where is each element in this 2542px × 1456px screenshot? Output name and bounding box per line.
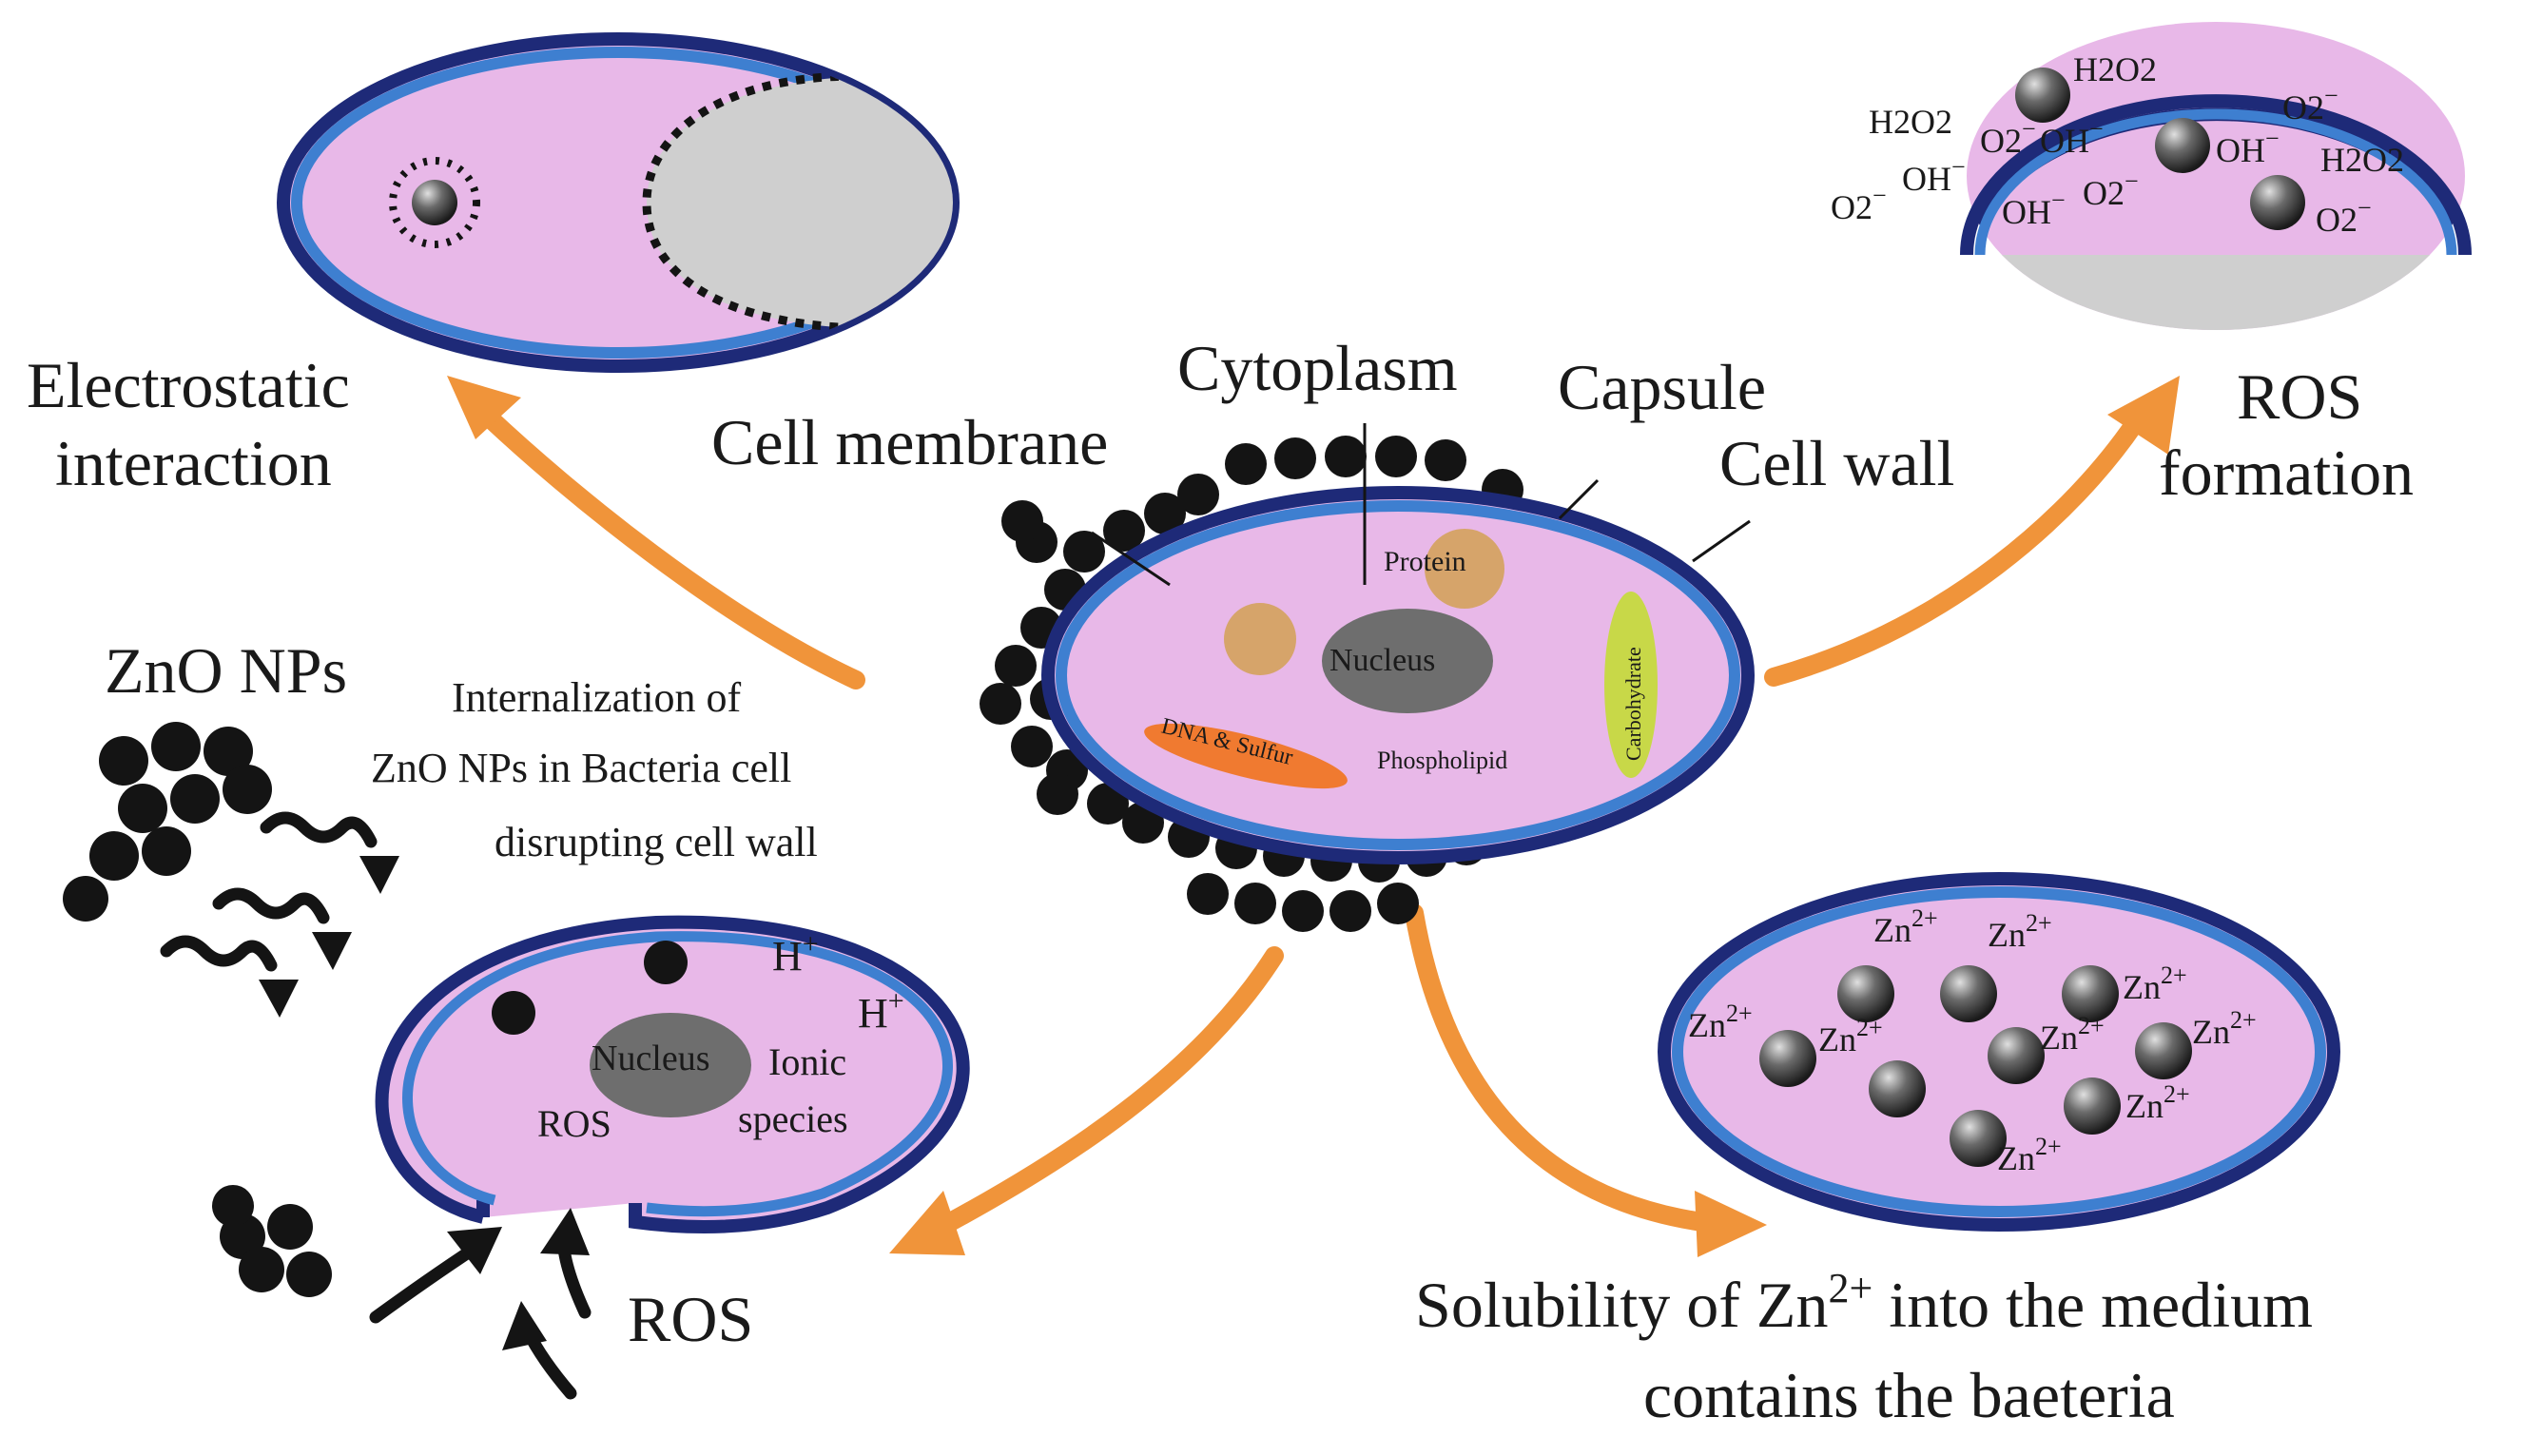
phospholipid-label: Phospholipid <box>1377 747 1507 774</box>
carbohydrate-label: Carbohydrate <box>1621 647 1645 761</box>
entry-arrowheads <box>259 856 399 1018</box>
solubility-label-line1: Solubility of Zn2+ into the medium <box>1415 1265 2313 1341</box>
svg-text:Zn2+: Zn2+ <box>1988 909 2052 954</box>
zno-nanoparticle <box>412 180 457 225</box>
zno-nanoparticle <box>492 991 535 1035</box>
svg-text:O2−: O2− <box>1980 115 2036 160</box>
internalization-label-line2: ZnO NPs in Bacteria cell <box>371 745 791 791</box>
ionic-label-line1: Ionic <box>768 1040 846 1083</box>
ros-species-labels: H2O2 H2O2 O2− O2− OH− OH− H2O2 OH− O2− O… <box>1831 50 2404 239</box>
ionic-label-line2: species <box>738 1097 848 1140</box>
nucleus <box>1322 609 1493 713</box>
arrow-to-solubility <box>1405 903 1767 1257</box>
svg-text:Zn2+: Zn2+ <box>1818 1014 1883 1058</box>
cytoplasm-label: Cytoplasm <box>1177 332 1458 404</box>
entry-squiggle-arrows <box>160 811 378 972</box>
svg-text:OH−: OH− <box>2040 115 2104 160</box>
svg-text:Zn2+: Zn2+ <box>2125 1080 2190 1125</box>
free-zno-particles <box>63 722 332 1297</box>
zno-nanoparticle <box>2250 175 2305 230</box>
zno-nanoparticle <box>2015 68 2070 123</box>
capsule-label: Capsule <box>1558 351 1766 423</box>
arrow-to-ros-formation <box>1764 376 2180 687</box>
svg-text:Zn2+: Zn2+ <box>1688 1000 1753 1044</box>
protein-label: Protein <box>1384 546 1466 577</box>
svg-text:OH−: OH− <box>2216 125 2280 169</box>
electrostatic-cell <box>277 32 960 373</box>
svg-text:Zn2+: Zn2+ <box>1997 1133 2062 1177</box>
zno-nps-label: ZnO NPs <box>105 634 347 707</box>
svg-text:O2−: O2− <box>2282 82 2338 126</box>
solubility-label-line2: contains the baeteria <box>1643 1359 2175 1431</box>
protein-organelle <box>1425 529 1504 609</box>
ros-inner-label: ROS <box>537 1102 611 1145</box>
ros-bottom-label: ROS <box>628 1283 753 1355</box>
cell-wall-label: Cell wall <box>1719 427 1954 499</box>
arrow-to-electrostatic <box>447 376 865 689</box>
ros-formation-cell: H2O2 H2O2 O2− O2− OH− OH− H2O2 OH− O2− O… <box>1831 22 2472 330</box>
protein-organelle <box>1224 603 1296 675</box>
dna-region <box>1144 723 1348 789</box>
svg-text:Zn2+: Zn2+ <box>1873 904 1938 949</box>
svg-text:O2−: O2− <box>1831 182 1887 226</box>
h-plus-label-1: H+ <box>772 928 819 980</box>
svg-text:Zn2+: Zn2+ <box>2192 1006 2257 1051</box>
internalization-cell: Nucleus H+ H+ Ionic species ROS <box>375 915 970 1233</box>
ros-formation-label-line2: formation <box>2159 437 2414 509</box>
ros-entry-arrows <box>369 1208 592 1400</box>
nucleus <box>590 1013 751 1117</box>
internalization-label-line1: Internalization of <box>452 674 742 721</box>
carbohydrate-region <box>1604 592 1658 778</box>
electrostatic-label-line1: Electrostatic <box>27 349 350 421</box>
zno-nanoparticle <box>2155 118 2210 173</box>
svg-text:Zn2+: Zn2+ <box>2040 1012 2105 1057</box>
nucleus-label: Nucleus <box>592 1039 710 1078</box>
internalization-label-line3: disrupting cell wall <box>495 819 818 865</box>
electrostatic-charge-ring <box>389 157 480 248</box>
zn-ion-labels: Zn2+ Zn2+ Zn2+ Zn2+ Zn2+ Zn2+ Zn2+ Zn2+ … <box>1688 904 2257 1177</box>
h-plus-label-2: H+ <box>858 985 904 1037</box>
cell-membrane-pointer <box>1091 531 1171 587</box>
cell-wall-pointer <box>1692 519 1751 563</box>
svg-text:O2−: O2− <box>2316 194 2372 239</box>
svg-text:OH−: OH− <box>2002 186 2066 231</box>
capsule-pointer <box>1558 478 1600 520</box>
svg-text:H2O2: H2O2 <box>2320 141 2404 179</box>
svg-text:O2−: O2− <box>2083 167 2139 212</box>
process-arrows <box>447 376 2180 1257</box>
arrow-to-internalization <box>889 946 1284 1255</box>
svg-text:Zn2+: Zn2+ <box>2123 961 2187 1006</box>
electrostatic-label-line2: interaction <box>55 427 332 499</box>
center-bacteria-cell: Protein Nucleus DNA & Sulfur Phospholipi… <box>980 423 1755 932</box>
svg-text:OH−: OH− <box>1902 153 1966 198</box>
svg-text:H2O2: H2O2 <box>2073 50 2157 88</box>
zn-ion-cell: Zn2+ Zn2+ Zn2+ Zn2+ Zn2+ Zn2+ Zn2+ Zn2+ … <box>1658 872 2340 1232</box>
ros-formation-label-line1: ROS <box>2237 360 2362 433</box>
nucleus-label: Nucleus <box>1329 643 1435 678</box>
zno-nanoparticles <box>1759 965 2192 1167</box>
cell-membrane-label: Cell membrane <box>711 406 1108 478</box>
zno-nanoparticle <box>644 941 688 984</box>
svg-text:H2O2: H2O2 <box>1869 103 1952 141</box>
